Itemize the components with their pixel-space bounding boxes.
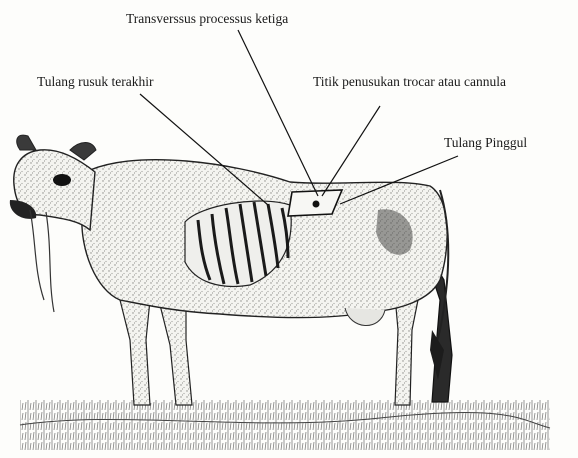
grass-ground — [20, 400, 550, 450]
label-puncture-point: Titik penusukan trocar atau cannula — [313, 75, 506, 89]
label-last-rib: Tulang rusuk terakhir — [37, 75, 154, 89]
label-hip-bone: Tulang Pinggul — [444, 136, 527, 150]
label-transverse-process: Transverssus processus ketiga — [126, 12, 288, 26]
puncture-point-marker — [313, 201, 320, 208]
